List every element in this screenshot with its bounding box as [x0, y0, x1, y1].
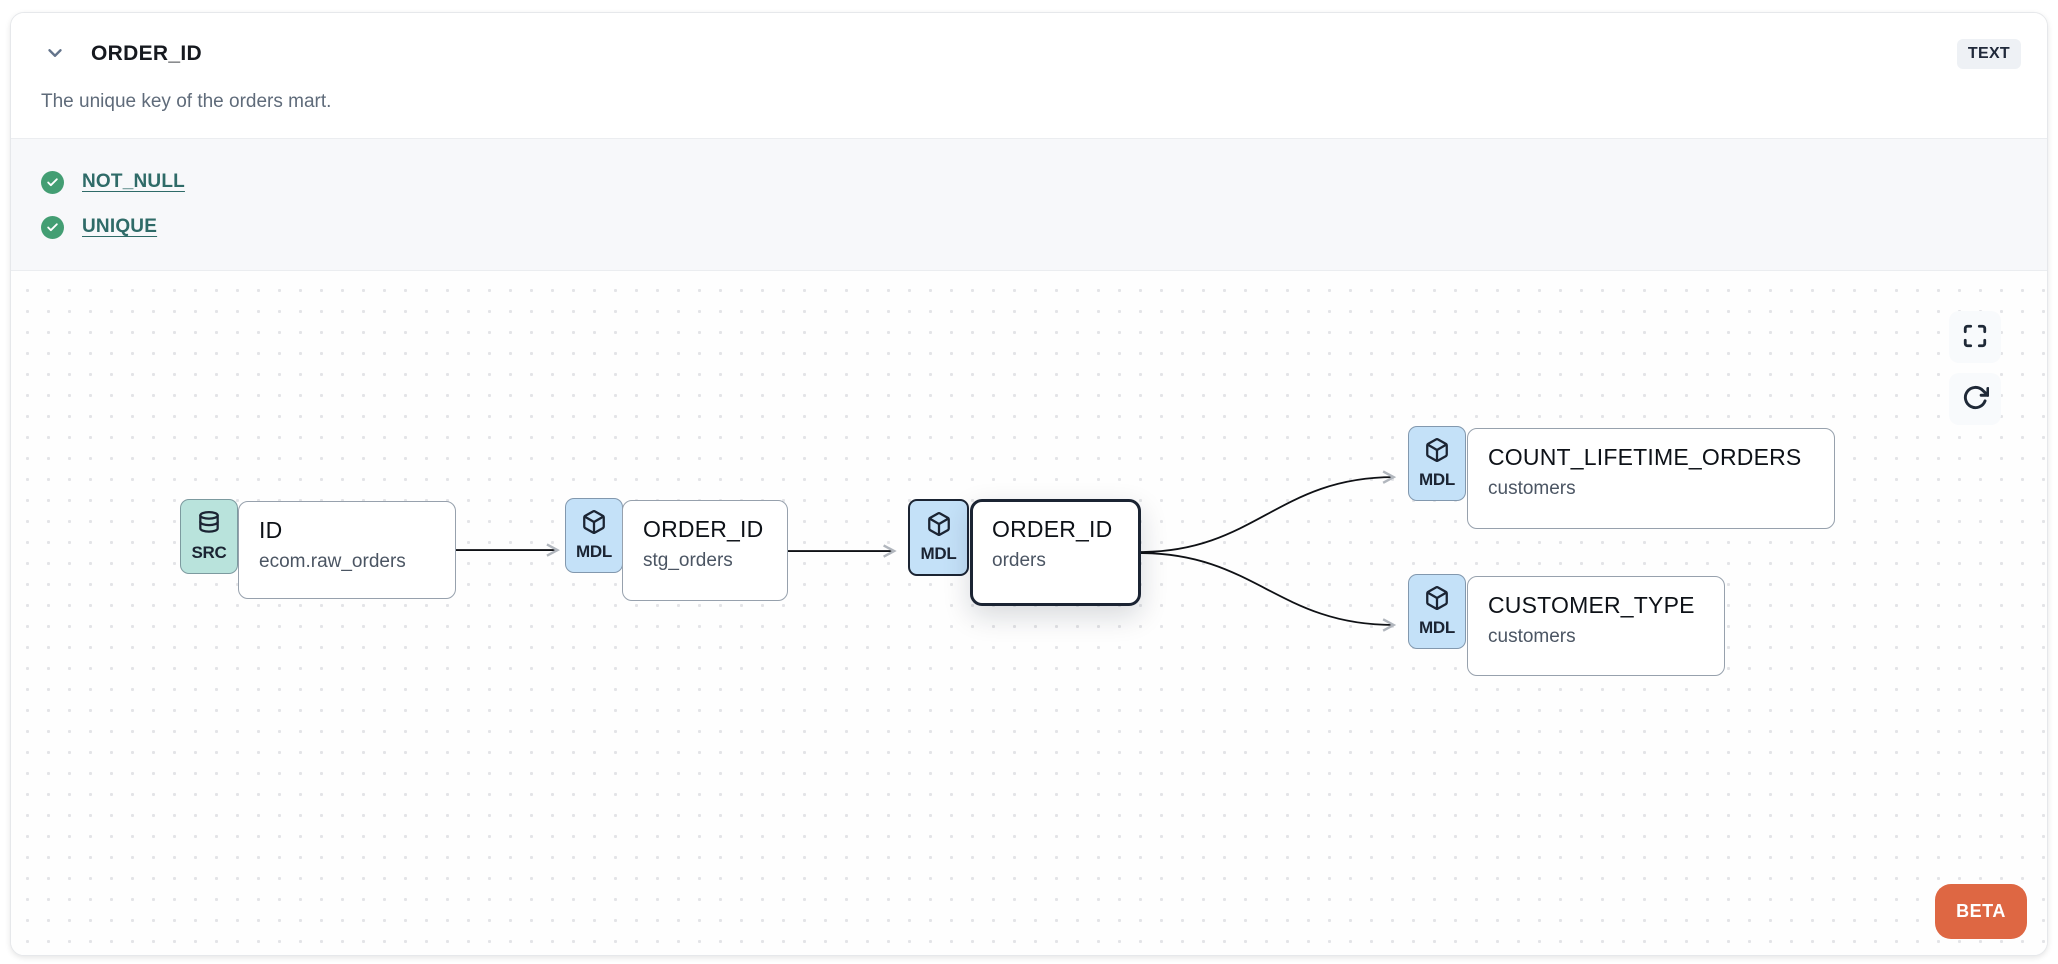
- test-row: UNIQUE: [41, 215, 2047, 239]
- tests-section: NOT_NULL UNIQUE: [11, 138, 2047, 271]
- test-link-not-null[interactable]: NOT_NULL: [82, 171, 185, 192]
- box-icon: [926, 511, 952, 542]
- lineage-node-customer-type[interactable]: CUSTOMER_TYPE customers: [1467, 576, 1725, 676]
- node-subtitle: stg_orders: [643, 550, 733, 571]
- lineage-node-order-id-orders-selected[interactable]: ORDER_ID orders: [970, 499, 1141, 606]
- collapse-toggle-button[interactable]: [41, 40, 69, 68]
- node-badge-model[interactable]: MDL: [1408, 574, 1466, 649]
- lineage-canvas[interactable]: SRC ID ecom.raw_orders MDL ORDER_ID stg_…: [11, 271, 2047, 955]
- fullscreen-button[interactable]: [1949, 311, 2001, 363]
- node-badge-model[interactable]: MDL: [1408, 426, 1466, 501]
- lineage-node-count-lifetime-orders[interactable]: COUNT_LIFETIME_ORDERS customers: [1467, 428, 1835, 529]
- node-title: COUNT_LIFETIME_ORDERS: [1488, 444, 1802, 470]
- refresh-button[interactable]: [1949, 373, 2001, 425]
- check-circle-icon: [41, 215, 64, 239]
- node-title: ORDER_ID: [643, 516, 764, 542]
- node-subtitle: orders: [992, 550, 1046, 571]
- database-icon: [196, 510, 222, 541]
- node-badge-label: MDL: [1419, 470, 1455, 489]
- node-badge-model-selected[interactable]: MDL: [908, 499, 969, 576]
- column-description: The unique key of the orders mart.: [41, 91, 332, 112]
- node-title: ID: [259, 517, 283, 543]
- node-subtitle: customers: [1488, 626, 1576, 647]
- box-icon: [581, 509, 607, 540]
- lineage-node-order-id-stg-orders[interactable]: ORDER_ID stg_orders: [622, 500, 788, 601]
- node-subtitle: ecom.raw_orders: [259, 551, 406, 572]
- fullscreen-icon: [1962, 323, 1988, 352]
- beta-badge: BETA: [1935, 884, 2027, 939]
- box-icon: [1424, 437, 1450, 468]
- node-badge-label: SRC: [191, 543, 227, 562]
- column-type-badge: TEXT: [1956, 39, 2021, 69]
- lineage-edges: [455, 470, 1397, 632]
- header: ORDER_ID TEXT The unique key of the orde…: [11, 13, 2047, 138]
- node-title: ORDER_ID: [992, 516, 1113, 542]
- chevron-down-icon: [44, 42, 66, 67]
- lineage-node-id-raw-orders[interactable]: ID ecom.raw_orders: [238, 501, 456, 599]
- node-badge-label: MDL: [1419, 618, 1455, 637]
- refresh-icon: [1962, 384, 1989, 414]
- node-subtitle: customers: [1488, 478, 1576, 499]
- test-row: NOT_NULL: [41, 170, 2047, 194]
- node-badge-label: MDL: [576, 542, 612, 561]
- page-title: ORDER_ID: [91, 42, 202, 65]
- node-badge-label: MDL: [920, 544, 957, 563]
- test-link-unique[interactable]: UNIQUE: [82, 216, 158, 237]
- node-title: CUSTOMER_TYPE: [1488, 592, 1695, 618]
- column-detail-card: ORDER_ID TEXT The unique key of the orde…: [10, 12, 2048, 956]
- node-badge-source[interactable]: SRC: [180, 499, 238, 574]
- check-circle-icon: [41, 170, 64, 194]
- canvas-controls: [1949, 311, 2001, 425]
- node-badge-model[interactable]: MDL: [565, 498, 623, 573]
- box-icon: [1424, 585, 1450, 616]
